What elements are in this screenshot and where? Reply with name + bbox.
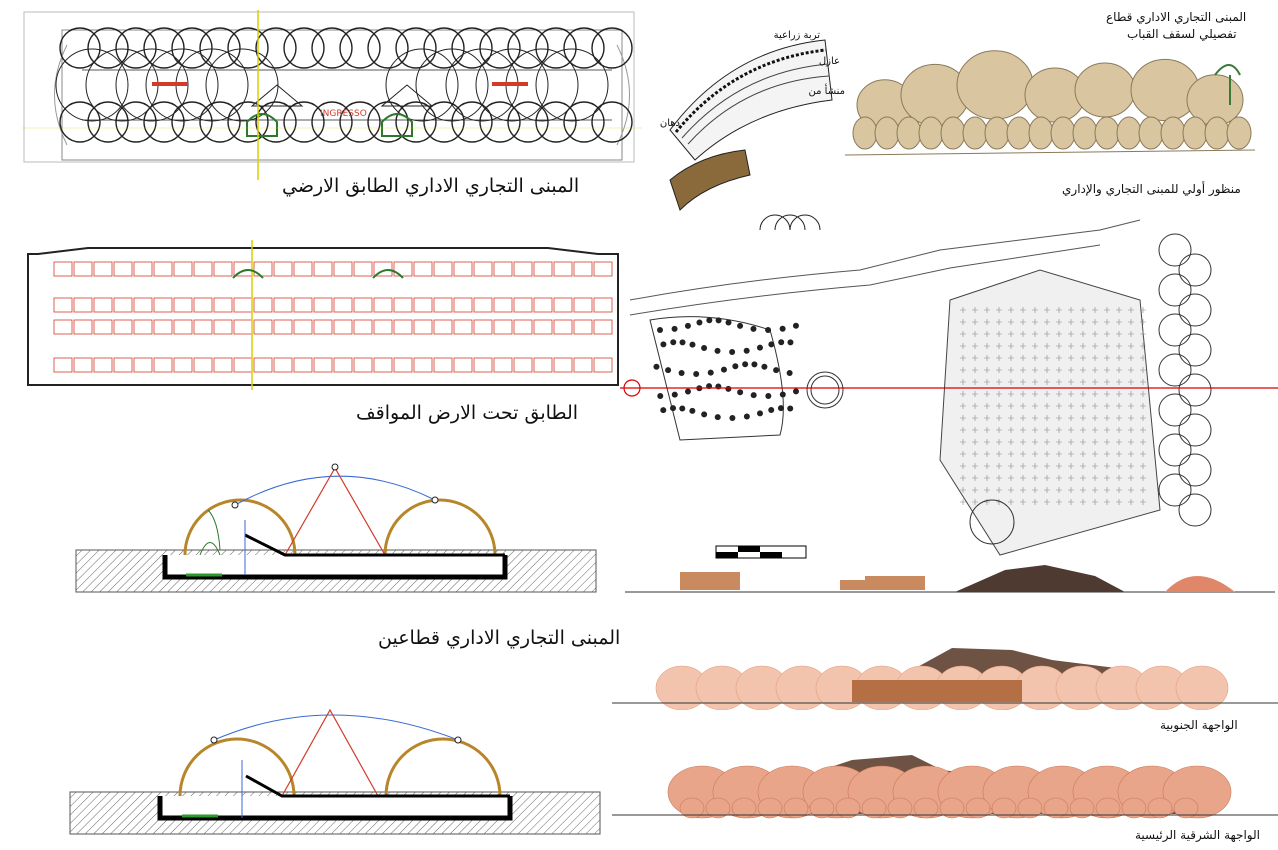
section-1 [70, 460, 600, 600]
perspective-sketch [844, 45, 1256, 160]
basement-parking-plan [18, 240, 628, 390]
section-2 [66, 700, 606, 840]
sections-title: المبنى التجاري الاداري قطاعين [378, 627, 621, 649]
east-elevation [612, 750, 1278, 820]
east-elevation-title: الواجهة الشرقية الرئيسية [1135, 828, 1260, 842]
entrance-label: INGRESSO [320, 109, 367, 119]
dome-detail-sketch: تربة زراعية عازل منشأ من دهان [640, 20, 850, 231]
dome-detail-title-2: تفصيلي لسقف القباب [1127, 27, 1237, 41]
note-insulation: عازل [819, 56, 840, 67]
perspective-title: منظور أولي للمبنى التجاري والإداري [1062, 182, 1241, 196]
note-structure: منشأ من [809, 83, 846, 97]
ground-floor-title: المبنى التجاري الاداري الطابق الارضي [282, 175, 580, 197]
note-plaster: دهان [660, 118, 680, 129]
south-elevation-title: الواجهة الجنوبية [1160, 718, 1238, 732]
dome-detail-title-1: المبنى التجاري الاداري قطاع [1106, 10, 1247, 24]
site-silhouette [625, 560, 1275, 605]
south-elevation [612, 630, 1278, 711]
note-soil: تربة زراعية [774, 30, 821, 41]
basement-parking-title: الطابق تحت الارض المواقف [356, 402, 579, 424]
site-plan [620, 210, 1278, 570]
ground-floor-plan: INGRESSO [22, 10, 642, 180]
